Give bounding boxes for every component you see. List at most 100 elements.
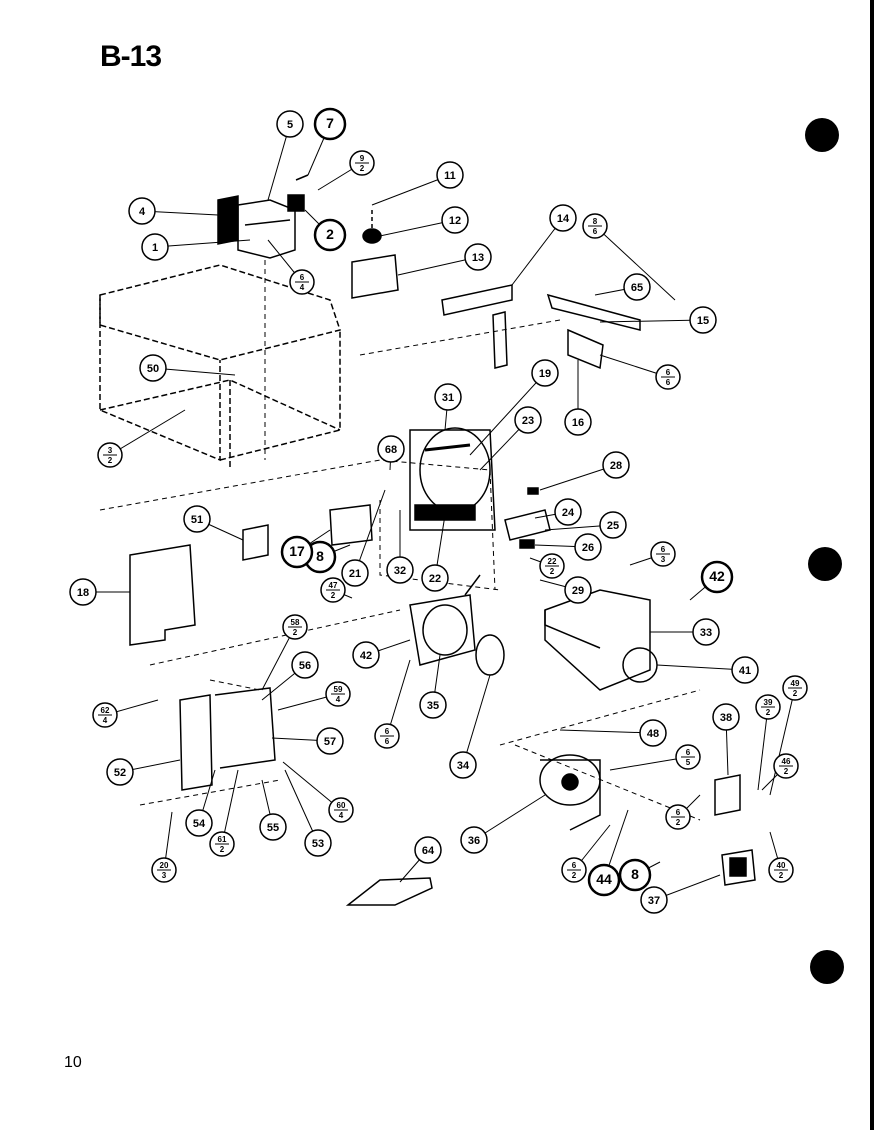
callout-number: 14 [557, 213, 570, 225]
callout-circle [640, 886, 668, 914]
fraction-top: 58 [291, 618, 300, 627]
callout-number: 1 [152, 242, 158, 254]
fraction-callout-39-2: 392 [755, 694, 781, 720]
fraction-callout-58-2: 582 [282, 614, 308, 640]
fraction-top: 8 [593, 217, 598, 226]
fraction-callout-60-4: 604 [328, 797, 354, 823]
callout-circle [436, 161, 464, 189]
callout-number: 38 [720, 712, 732, 724]
fraction-callout-6-6: 66 [374, 723, 400, 749]
callout-circle [514, 406, 542, 434]
callout-5: 5 [276, 110, 304, 138]
fraction-top: 46 [782, 757, 791, 766]
callout-34: 34 [449, 751, 477, 779]
callout-57: 57 [316, 727, 344, 755]
fraction-top: 6 [385, 727, 390, 736]
fraction-callout-6-2: 62 [561, 857, 587, 883]
fraction-top: 3 [108, 446, 113, 455]
callout-number: 23 [522, 415, 534, 427]
page-edge [870, 0, 874, 1130]
callout-circle [731, 656, 759, 684]
fraction-callout-22-2: 222 [539, 553, 565, 579]
leader-line-34 [462, 674, 491, 766]
leader-line-fraction [757, 706, 769, 791]
callout-16: 16 [564, 408, 592, 436]
binder-hole-bottom [810, 950, 844, 984]
rail-part-14 [441, 284, 513, 369]
callout-circle [700, 560, 734, 594]
callout-37: 37 [640, 886, 668, 914]
callout-number: 13 [472, 252, 484, 264]
relay-part-2-7 [287, 174, 309, 212]
fraction-bottom: 6 [593, 227, 598, 236]
callout-circle [692, 618, 720, 646]
callout-number: 54 [193, 818, 206, 830]
callout-number: 50 [147, 363, 159, 375]
callout-circle [564, 408, 592, 436]
fraction-bottom: 2 [572, 871, 577, 880]
binder-hole-middle [808, 547, 842, 581]
fraction-top: 6 [661, 545, 666, 554]
fraction-callout-61-2: 612 [209, 831, 235, 857]
callout-25: 25 [599, 511, 627, 539]
callout-number: 5 [287, 119, 293, 131]
callout-number: 55 [267, 822, 279, 834]
fraction-bottom: 2 [784, 767, 789, 776]
callout-circle [316, 727, 344, 755]
fraction-top: 6 [676, 808, 681, 817]
fraction-top: 62 [101, 706, 110, 715]
callout-36: 36 [460, 826, 488, 854]
callout-number: 16 [572, 417, 584, 429]
callout-circle [434, 383, 462, 411]
callout-55: 55 [259, 813, 287, 841]
callout-circle [689, 306, 717, 334]
callout-number: 65 [631, 282, 643, 294]
fraction-callout-8-6: 86 [582, 213, 608, 239]
callout-number: 2 [326, 226, 334, 242]
callout-number: 35 [427, 700, 439, 712]
callout-number: 44 [596, 871, 612, 887]
callout-31: 31 [434, 383, 462, 411]
callout-51: 51 [183, 505, 211, 533]
fraction-callout-9-2: 92 [349, 150, 375, 176]
callout-number: 7 [326, 115, 334, 131]
callout-circle [377, 435, 405, 463]
leader-line-21 [354, 489, 386, 574]
callout-circle [464, 243, 492, 271]
fraction-top: 40 [777, 861, 786, 870]
callout-19: 19 [531, 359, 559, 387]
callout-8: 8 [618, 858, 652, 892]
callout-number: 33 [700, 627, 712, 639]
callout-circle [276, 110, 304, 138]
callout-56: 56 [291, 651, 319, 679]
callout-21: 21 [341, 559, 369, 587]
motor-bracket-part-33 [544, 589, 658, 691]
callout-circle [313, 218, 347, 252]
callout-number: 8 [316, 548, 324, 564]
callout-29: 29 [564, 576, 592, 604]
callout-number: 31 [442, 392, 454, 404]
fan-shroud-part-19-23-31 [409, 427, 496, 531]
callout-number: 48 [647, 728, 659, 740]
cap-part-64 [345, 877, 433, 906]
leader-line-fraction [109, 409, 186, 456]
fraction-bottom: 3 [661, 555, 666, 564]
fraction-bottom: 4 [300, 283, 305, 292]
leader-line-15 [599, 319, 704, 323]
callout-circle [623, 273, 651, 301]
callout-number: 32 [394, 565, 406, 577]
fraction-callout-59-4: 594 [325, 681, 351, 707]
callout-12: 12 [441, 206, 469, 234]
callout-number: 12 [449, 215, 461, 227]
fraction-top: 47 [329, 581, 338, 590]
callout-circle [460, 826, 488, 854]
fraction-bottom: 4 [103, 716, 108, 725]
callout-circle [419, 691, 447, 719]
leader-line-19 [469, 372, 546, 456]
callout-number: 22 [429, 573, 441, 585]
fraction-bottom: 2 [360, 164, 365, 173]
fraction-callout-6-2: 62 [665, 804, 691, 830]
callout-number: 29 [572, 585, 584, 597]
leader-line-fraction [386, 659, 411, 737]
